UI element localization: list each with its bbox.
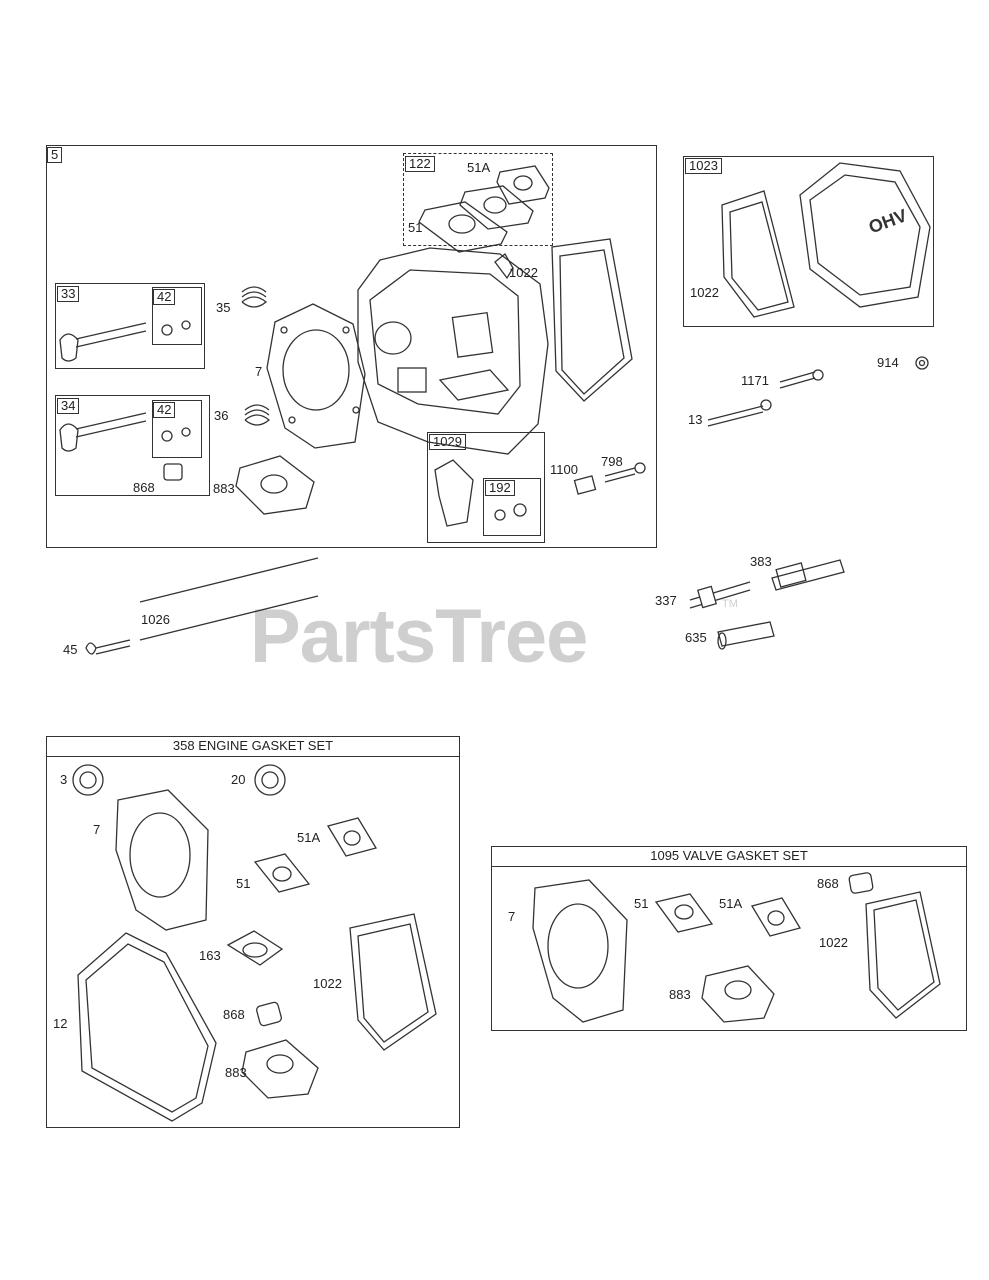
exhaust-gasket-883-valve-set-drawing xyxy=(701,965,775,1023)
head-gasket-7-drawing xyxy=(266,303,366,449)
nut-914-drawing xyxy=(915,356,929,370)
push-rod-1026-drawing xyxy=(139,557,319,641)
label-51A-top: 51A xyxy=(467,160,491,175)
rocker-arm-1029-drawing xyxy=(434,459,527,527)
rocker-stud-drawing xyxy=(573,462,646,495)
label-engine-set-3: 3 xyxy=(60,772,68,787)
valve-spring-35-drawing xyxy=(241,286,268,308)
cover-bolt-13-drawing xyxy=(707,399,772,427)
ref-box-34: 34 xyxy=(57,398,80,414)
gasket-51A-set-drawing xyxy=(326,817,378,857)
gasket-51-valve-set-drawing xyxy=(654,893,714,933)
valve-cover-gasket-1022-valve-set-drawing xyxy=(865,891,941,1019)
intake-gasket-51-drawing xyxy=(418,201,508,253)
cylinder-head-drawing xyxy=(357,247,549,455)
crankcase-gasket-12-drawing xyxy=(77,932,217,1122)
seal-868-valve-set-drawing xyxy=(848,872,874,894)
oil-seal-20-drawing xyxy=(254,764,286,796)
rocker-arm-frame xyxy=(427,432,545,543)
label-engine-set-883: 883 xyxy=(225,1065,247,1080)
seal-868-set-drawing xyxy=(256,1001,282,1027)
parts-tree-watermark: PartsTree xyxy=(250,594,588,679)
label-51-top: 51 xyxy=(408,220,423,235)
rocker-nut-frame xyxy=(483,478,541,536)
intake-gasket-subframe xyxy=(403,153,553,246)
label-1022-cover: 1022 xyxy=(690,285,719,300)
keeper-frame-b xyxy=(152,400,202,458)
valve-gasket-set-title: 1095 VALVE GASKET SET xyxy=(491,846,967,867)
valve-cover-frame xyxy=(683,156,934,327)
label-1171: 1171 xyxy=(741,373,769,388)
label-valve-set-51A: 51A xyxy=(719,896,743,911)
head-gasket-7-set-drawing xyxy=(115,789,209,931)
exhaust-gasket-883-set-drawing xyxy=(241,1039,319,1099)
valve-cover-gasket-1022-drawing xyxy=(551,238,633,402)
label-883-top: 883 xyxy=(213,481,235,496)
label-337: 337 xyxy=(655,593,677,608)
label-engine-set-51: 51 xyxy=(236,876,251,891)
spark-plug-boot-383-drawing xyxy=(771,559,845,591)
label-valve-set-51: 51 xyxy=(634,896,649,911)
label-valve-set-7: 7 xyxy=(508,909,516,924)
ref-box-192: 192 xyxy=(485,480,515,496)
label-engine-set-12: 12 xyxy=(53,1016,68,1031)
label-1026: 1026 xyxy=(141,612,170,627)
label-383: 383 xyxy=(750,554,772,569)
intake-valve-33-drawing xyxy=(59,320,191,362)
label-engine-set-51A: 51A xyxy=(297,830,321,845)
exhaust-gasket-883-drawing xyxy=(235,455,315,515)
ref-box-5: 5 xyxy=(47,147,63,163)
label-engine-set-1022: 1022 xyxy=(313,976,342,991)
keeper-frame-a xyxy=(152,287,202,345)
gasket-51-set-drawing xyxy=(253,853,311,893)
intake-valve-frame xyxy=(55,283,205,369)
label-868-top: 868 xyxy=(133,480,155,495)
gasket-163-set-drawing xyxy=(226,930,284,966)
spark-plug-337-drawing xyxy=(689,581,751,609)
label-914: 914 xyxy=(877,355,899,370)
label-valve-set-1022: 1022 xyxy=(819,935,848,950)
valve-cover-drawing: OHV xyxy=(799,162,931,308)
label-36: 36 xyxy=(214,408,229,423)
ref-box-42-b: 42 xyxy=(153,402,176,418)
trademark-mark: TM xyxy=(722,598,738,610)
valve-spring-36-drawing xyxy=(244,404,271,426)
head-gasket-7-valve-set-drawing xyxy=(532,879,628,1023)
label-engine-set-7: 7 xyxy=(93,822,101,837)
exhaust-valve-34-drawing xyxy=(59,412,191,481)
ref-box-33: 33 xyxy=(57,286,80,302)
ref-box-42-a: 42 xyxy=(153,289,176,305)
tappet-45-drawing xyxy=(85,639,131,655)
main-cylinder-head-frame xyxy=(46,145,657,548)
label-1100: 1100 xyxy=(550,462,578,477)
label-valve-set-883: 883 xyxy=(669,987,691,1002)
label-engine-set-163: 163 xyxy=(199,948,221,963)
label-valve-set-868: 868 xyxy=(817,876,839,891)
label-13: 13 xyxy=(688,412,703,427)
label-7-top: 7 xyxy=(255,364,263,379)
label-45: 45 xyxy=(63,642,78,657)
sleeve-635-drawing xyxy=(717,621,775,650)
label-635: 635 xyxy=(685,630,707,645)
label-35: 35 xyxy=(216,300,231,315)
gasket-51A-valve-set-drawing xyxy=(750,897,802,937)
oil-seal-3-drawing xyxy=(72,764,104,796)
ref-box-1023: 1023 xyxy=(685,158,722,174)
label-1022-top: 1022 xyxy=(509,265,538,280)
label-798: 798 xyxy=(601,454,623,469)
valve-cover-gasket-inner-drawing xyxy=(721,190,795,318)
exhaust-valve-frame xyxy=(55,395,210,496)
label-engine-set-868: 868 xyxy=(223,1007,245,1022)
valve-gasket-set-frame xyxy=(491,846,967,1031)
ohv-cover-text: OHV xyxy=(866,205,910,237)
valve-cover-gasket-1022-set-drawing xyxy=(349,913,437,1051)
label-engine-set-20: 20 xyxy=(231,772,246,787)
breather-bolt-1171-drawing xyxy=(779,369,824,389)
ref-box-122: 122 xyxy=(405,156,435,172)
engine-gasket-set-frame xyxy=(46,736,460,1128)
engine-gasket-set-title: 358 ENGINE GASKET SET xyxy=(46,736,460,757)
intake-gasket-51A-drawing xyxy=(459,165,550,230)
